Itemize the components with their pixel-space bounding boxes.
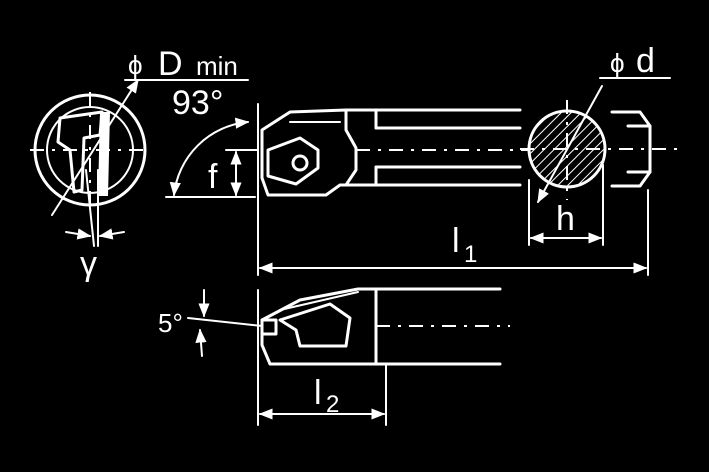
l1-letter: l bbox=[452, 222, 460, 260]
head-top-inner bbox=[278, 302, 352, 348]
dmin-letter: D bbox=[158, 45, 183, 83]
dmin-suffix: min bbox=[196, 51, 238, 81]
d-phi-symbol: ϕ bbox=[610, 48, 625, 78]
angle5-arrow-bottom bbox=[195, 328, 207, 357]
angle-93-arc bbox=[169, 117, 250, 197]
top-side-view: 93° f bbox=[165, 84, 530, 276]
gamma-line-a bbox=[85, 169, 95, 247]
f-label: f bbox=[208, 158, 218, 196]
shank-section-view: ϕ d h bbox=[520, 42, 680, 246]
d-leader bbox=[537, 85, 603, 204]
insert-outline bbox=[266, 136, 320, 186]
dmin-phi-symbol: ϕ bbox=[128, 50, 143, 80]
tool-shank-end-view bbox=[98, 112, 110, 196]
gamma-arrow-right bbox=[98, 228, 125, 240]
dmin-leader bbox=[51, 78, 139, 216]
h-label: h bbox=[556, 200, 575, 238]
bottom-top-view: 5° l 2 bbox=[158, 287, 510, 426]
angle-5-label: 5° bbox=[158, 308, 183, 338]
gamma-label: γ bbox=[80, 245, 97, 283]
head-rake-line bbox=[279, 291, 359, 311]
shank-end-profile bbox=[610, 110, 652, 188]
angle-93-label: 93° bbox=[172, 84, 223, 122]
tool-head-end-view bbox=[56, 110, 104, 194]
angle5-ref bbox=[187, 317, 263, 327]
l1-dimension: l 1 bbox=[258, 189, 649, 276]
end-view-bore: ϕ D min γ bbox=[30, 45, 249, 283]
insert-tip bbox=[260, 318, 278, 336]
gamma-arrow-left bbox=[65, 228, 92, 240]
l2-subscript: 2 bbox=[326, 391, 339, 418]
insert-screw bbox=[291, 154, 309, 172]
l1-subscript: 1 bbox=[464, 241, 477, 268]
tool-head-side bbox=[260, 108, 358, 197]
d-label: d bbox=[636, 42, 655, 80]
l2-letter: l bbox=[314, 374, 322, 412]
